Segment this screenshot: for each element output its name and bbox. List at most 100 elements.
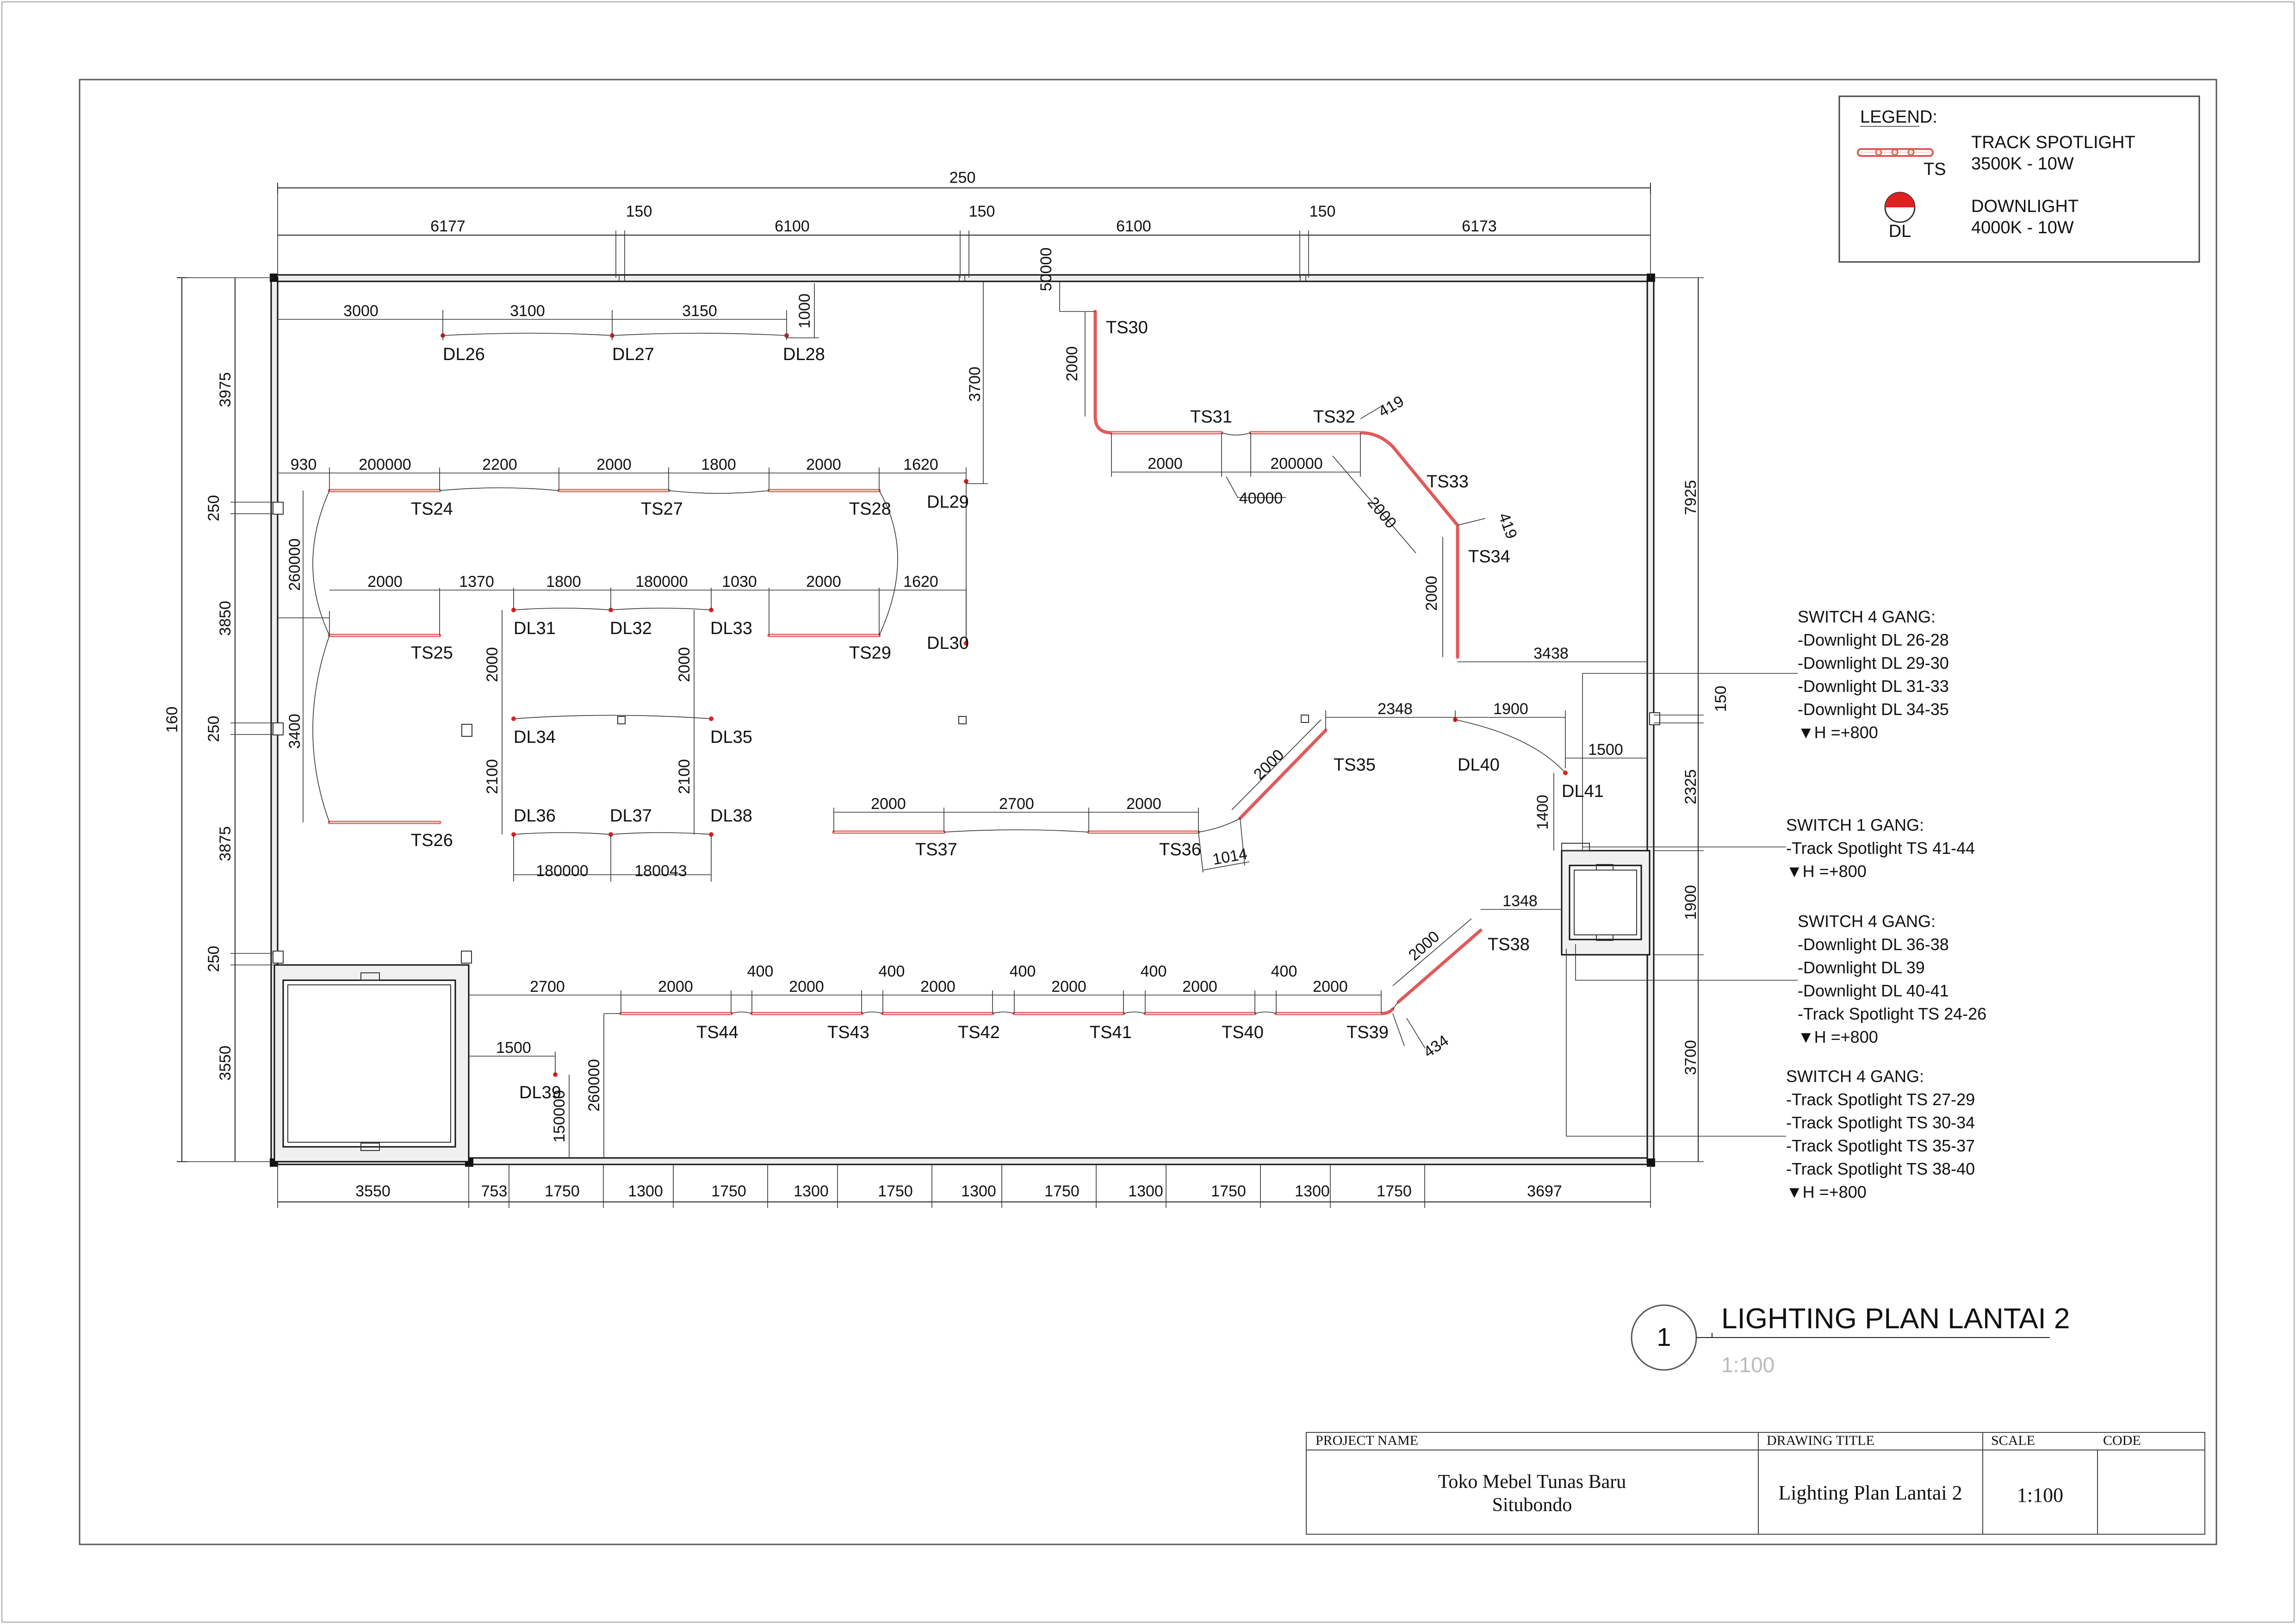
fixture-labels: DL26 DL27 DL28 DL29 DL30 DL31 DL32 DL33 …: [411, 318, 1604, 1102]
dim-inner-36: 180043: [634, 862, 687, 880]
dim-inner-51: 2000: [920, 978, 956, 996]
switch-note-1-line-5: ▼H =+800: [1798, 723, 1878, 742]
label-dl37: DL37: [610, 806, 652, 826]
dim-inner-28: 2000: [806, 573, 841, 591]
dim-left-1: 250: [205, 495, 223, 522]
dim-inner-42: 2348: [1378, 700, 1413, 718]
label-ts32: TS32: [1313, 407, 1355, 427]
dim-inner-44: 1500: [1588, 741, 1623, 759]
label-ts30: TS30: [1106, 318, 1148, 337]
switch-note-4-line-2: -Track Spotlight TS 30-34: [1786, 1113, 1975, 1132]
label-ts24: TS24: [411, 499, 453, 519]
dim-top-2: 6100: [775, 218, 810, 235]
dim-inner-14: 2000: [1148, 455, 1183, 473]
dim-inner-38: 2700: [999, 795, 1034, 813]
dim-inner-15: 200000: [1270, 455, 1322, 473]
switch-note-4-line-3: -Track Spotlight TS 35-37: [1786, 1136, 1975, 1155]
dim-top-3: 150: [969, 203, 995, 220]
dim-inner-46: 2700: [530, 978, 565, 996]
label-dl39: DL39: [519, 1083, 561, 1102]
label-ts34: TS34: [1468, 547, 1510, 566]
dim-inner-2: 3150: [682, 302, 717, 320]
switch-note-4-line-0: SWITCH 4 GANG:: [1786, 1067, 1924, 1086]
legend-dl-line1: DOWNLIGHT: [1971, 197, 2079, 216]
dim-inner-32: 2000: [676, 647, 693, 682]
switch-note-3-line-2: -Downlight DL 39: [1798, 958, 1925, 977]
label-dl29: DL29: [927, 492, 969, 512]
dim-bottom-7: 1300: [961, 1182, 996, 1200]
drawing-title: 1 LIGHTING PLAN LANTAI 2 1:100: [1631, 1303, 2070, 1377]
dim-inner-53: 2000: [1051, 978, 1086, 996]
dim-inner-25: 1800: [546, 573, 581, 591]
track-ts39: [1274, 1007, 1395, 1015]
switch-note-2-line-2: ▼H =+800: [1786, 862, 1867, 881]
label-ts37: TS37: [915, 840, 957, 859]
dim-inner-40: 1014: [1211, 845, 1249, 869]
dim-inner-3: 1000: [796, 293, 813, 329]
switch-note-1-line-4: -Downlight DL 34-35: [1798, 700, 1949, 719]
label-dl30: DL30: [927, 634, 969, 653]
dim-left-6: 3550: [217, 1045, 234, 1081]
label-dl31: DL31: [514, 619, 556, 638]
dim-left-2: 3850: [217, 601, 234, 636]
legend-ts-line1: TRACK SPOTLIGHT: [1971, 133, 2135, 152]
dim-inner-45: 1400: [1534, 795, 1551, 830]
dim-inner-5: 200000: [359, 456, 411, 473]
dim-inner-31: 2000: [484, 647, 501, 682]
code-label: CODE: [2103, 1433, 2141, 1448]
dimensions-left: 160 3975 250 3850 250 3875 250 3550: [163, 277, 273, 1162]
switch-note-3-line-3: -Downlight DL 40-41: [1798, 981, 1949, 1000]
legend-track-spotlight-icon: [1857, 148, 1934, 157]
dim-inner-60: 434: [1421, 1032, 1452, 1061]
label-ts41: TS41: [1090, 1023, 1132, 1042]
dim-inner-63: 260000: [585, 1059, 603, 1111]
project-name-label: PROJECT NAME: [1316, 1433, 1418, 1448]
switch-note-3-line-0: SWITCH 4 GANG:: [1798, 912, 1936, 931]
dimensions-top: 250 6177 150 6100 150 6100 150 6173: [277, 169, 1651, 278]
project-name-line1: Toko Mebel Tunas Baru: [1438, 1471, 1626, 1493]
dim-top-total: 250: [949, 169, 976, 187]
dim-inner-41: 2000: [1250, 746, 1287, 783]
title-block: PROJECT NAME Toko Mebel Tunas Baru Situb…: [1306, 1432, 2205, 1535]
dim-bottom-6: 1750: [878, 1182, 913, 1200]
dim-inner-1: 3100: [510, 302, 545, 320]
dim-inner-50: 400: [879, 963, 905, 980]
label-ts42: TS42: [958, 1023, 1000, 1042]
label-dl28: DL28: [783, 345, 825, 364]
label-ts27: TS27: [641, 499, 683, 519]
label-dl26: DL26: [443, 345, 485, 364]
track-ts38: [1396, 928, 1483, 1004]
track-ts30: [1093, 310, 1113, 435]
dim-bottom-13: 3697: [1527, 1182, 1562, 1200]
dim-inner-20: 2000: [1423, 576, 1440, 611]
drawing-title-label: DRAWING TITLE: [1767, 1433, 1874, 1448]
legend-title: LEGEND:: [1860, 107, 1937, 127]
dim-inner-37: 2000: [871, 795, 906, 813]
dim-inner-26: 180000: [635, 573, 688, 591]
walls: [270, 274, 1660, 1167]
dim-left-0: 3975: [217, 372, 234, 407]
drawing-scale-text: 1:100: [1721, 1353, 1775, 1377]
switch-note-3-line-4: -Track Spotlight TS 24-26: [1798, 1004, 1986, 1023]
dim-right-1: 150: [1712, 686, 1730, 712]
dim-inner-10: 1620: [903, 456, 938, 473]
switch-note-1-line-2: -Downlight DL 29-30: [1798, 653, 1949, 672]
dim-inner-8: 1800: [701, 456, 736, 473]
label-ts26: TS26: [411, 831, 453, 850]
switch-note-4-line-5: ▼H =+800: [1786, 1182, 1867, 1201]
label-ts29: TS29: [849, 643, 891, 663]
track-spotlights: [312, 310, 1483, 1015]
dim-inner-12: 50000: [1037, 248, 1055, 292]
dim-inner-57: 2000: [1313, 978, 1348, 996]
dim-inner-58: 1348: [1502, 892, 1538, 910]
project-name-line2: Situbondo: [1492, 1494, 1572, 1516]
dim-inner-33: 2100: [484, 759, 501, 794]
dim-inner-52: 400: [1010, 963, 1036, 980]
label-ts44: TS44: [696, 1023, 738, 1042]
dim-inner-49: 2000: [789, 978, 824, 996]
label-ts43: TS43: [827, 1023, 869, 1042]
scale-value: 1:100: [2017, 1484, 2063, 1506]
switch-note-1-line-3: -Downlight DL 31-33: [1798, 677, 1949, 696]
